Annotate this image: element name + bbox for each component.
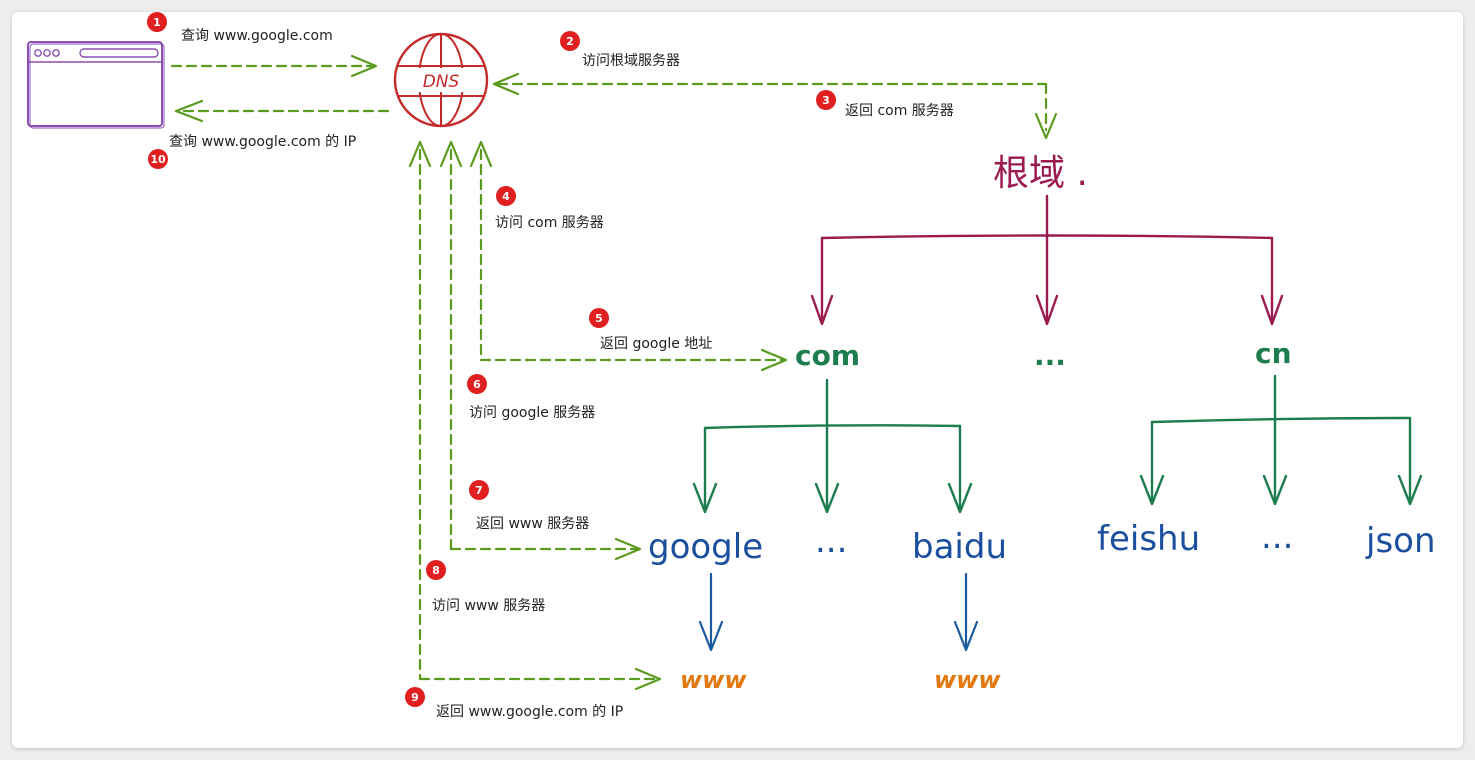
step-9: 9 返回 www.google.com 的 IP xyxy=(405,687,623,720)
step-3: 3 返回 com 服务器 xyxy=(816,90,954,119)
node-tld-more: ... xyxy=(1034,339,1066,372)
diagram-canvas: DNS xyxy=(12,12,1463,748)
step-6: 6 访问 google 服务器 xyxy=(467,374,595,421)
step-5: 5 返回 google 地址 xyxy=(589,308,712,352)
step-6-label: 访问 google 服务器 xyxy=(469,405,595,421)
step-9-label: 返回 www.google.com 的 IP xyxy=(436,704,623,720)
dns-label: DNS xyxy=(423,72,460,92)
flow-arrow-1 xyxy=(170,54,378,78)
node-cn-more: ... xyxy=(1261,517,1293,557)
flow-arrow-2-3 xyxy=(492,72,1058,140)
flow-arrow-6-7 xyxy=(439,140,642,561)
baidu-www-branch xyxy=(953,572,979,652)
step-7: 7 返回 www 服务器 xyxy=(469,480,589,532)
step-10-label: 查询 www.google.com 的 IP xyxy=(169,134,356,150)
svg-text:5: 5 xyxy=(595,312,603,325)
step-4: 4 访问 com 服务器 xyxy=(495,186,604,231)
node-cn: cn xyxy=(1255,337,1292,370)
node-root: 根域 . xyxy=(993,153,1088,194)
cn-branches xyxy=(1139,374,1423,506)
google-www-branch xyxy=(698,572,724,652)
node-www-google: www xyxy=(680,666,747,694)
node-feishu: feishu xyxy=(1097,519,1200,559)
svg-text:6: 6 xyxy=(473,378,481,391)
svg-text:8: 8 xyxy=(432,564,440,577)
svg-text:4: 4 xyxy=(502,190,510,203)
flow-arrow-4-5 xyxy=(469,140,788,372)
svg-text:1: 1 xyxy=(153,16,161,29)
step-4-label: 访问 com 服务器 xyxy=(495,215,604,231)
step-2: 2 访问根域服务器 xyxy=(560,31,680,69)
step-8: 8 访问 www 服务器 xyxy=(426,560,545,614)
svg-text:10: 10 xyxy=(150,153,166,166)
dns-globe-icon: DNS xyxy=(393,32,489,128)
flow-arrow-8-9 xyxy=(408,140,662,691)
dns-resolution-diagram: DNS xyxy=(27,12,1436,720)
node-json: json xyxy=(1365,521,1436,561)
step-10: 10 查询 www.google.com 的 IP xyxy=(148,134,356,169)
browser-window-icon xyxy=(27,41,165,129)
step-5-label: 返回 google 地址 xyxy=(600,336,712,352)
svg-text:3: 3 xyxy=(822,94,830,107)
node-com: com xyxy=(795,339,860,372)
step-8-label: 访问 www 服务器 xyxy=(432,598,545,614)
flow-arrow-10 xyxy=(174,99,390,123)
com-branches xyxy=(692,378,973,514)
svg-text:9: 9 xyxy=(411,691,419,704)
root-branches xyxy=(810,194,1284,326)
node-com-more: ... xyxy=(815,521,847,561)
svg-text:2: 2 xyxy=(566,35,574,48)
node-google: google xyxy=(648,527,763,567)
node-baidu: baidu xyxy=(912,527,1007,567)
step-1: 1 查询 www.google.com xyxy=(147,12,333,44)
step-2-label: 访问根域服务器 xyxy=(582,53,680,69)
step-7-label: 返回 www 服务器 xyxy=(476,516,589,532)
step-1-label: 查询 www.google.com xyxy=(181,28,333,44)
svg-text:7: 7 xyxy=(475,484,483,497)
step-3-label: 返回 com 服务器 xyxy=(845,103,954,119)
node-www-baidu: www xyxy=(934,666,1001,694)
